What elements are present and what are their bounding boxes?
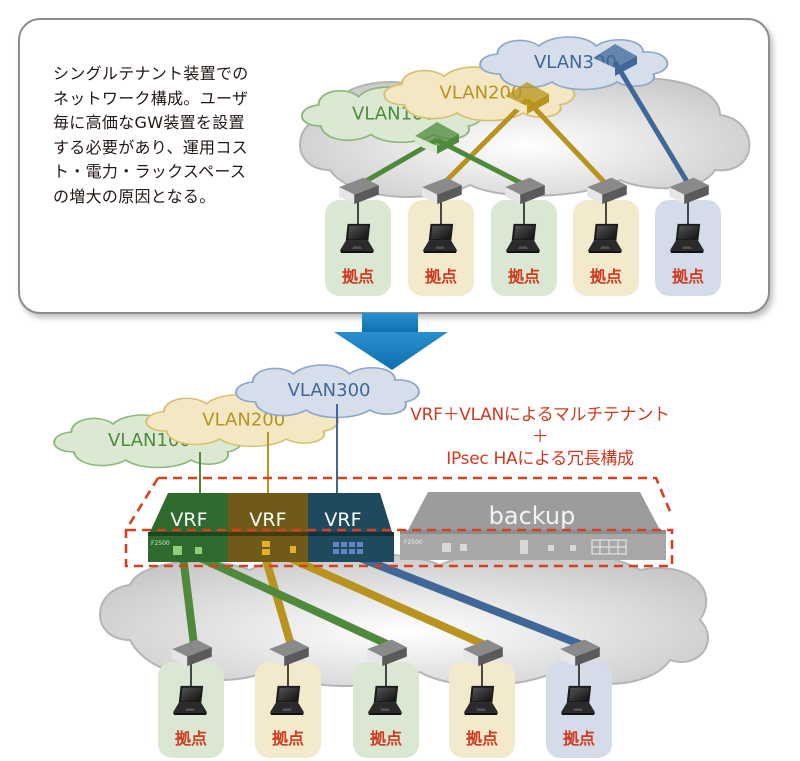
vrf-label: VRF [324, 509, 361, 531]
site-label: 拠点 [508, 267, 540, 286]
site: 拠点 [255, 639, 321, 758]
after-caption: VRF＋VLANによるマルチテナント ＋ IPsec HAによる冗長構成 [392, 404, 688, 470]
backup-label: backup [489, 502, 576, 530]
backup-device: backup F2500 [400, 492, 666, 560]
ethernet-ports [173, 541, 363, 555]
vlan-label: VLAN200 [440, 83, 523, 104]
site-label: 拠点 [370, 729, 402, 748]
site: 拠点 [449, 639, 515, 758]
ha-group-border [122, 476, 674, 568]
vlan-link [179, 555, 198, 646]
description-line: する必要があり、運用コス [53, 137, 248, 157]
vrf-label: VRF [249, 509, 286, 531]
site-label: 拠点 [272, 729, 304, 748]
site: 拠点 [408, 177, 474, 296]
caption-line: IPsec HAによる冗長構成 [446, 449, 634, 469]
vlan-link [194, 552, 391, 649]
backup-model-label: F2500 [404, 539, 423, 546]
vlan-link [353, 552, 584, 649]
vlan-link [283, 552, 487, 649]
primary-model-label: F2500 [151, 540, 170, 547]
vlan-gateway-switch [415, 122, 459, 154]
site-label: 拠点 [590, 267, 622, 286]
site: 拠点 [546, 639, 612, 758]
vlan-link [435, 137, 527, 188]
primary-device: VRF VRF VRF F2500 [148, 493, 394, 562]
site: 拠点 [158, 639, 224, 758]
site: 拠点 [353, 639, 419, 758]
site-label: 拠点 [466, 729, 498, 748]
site-label: 拠点 [563, 729, 595, 748]
vlan-gateway-switch [593, 44, 637, 76]
vlan-cloud: VLAN200 [383, 66, 576, 122]
site-label: 拠点 [425, 267, 457, 286]
vlan-cloud: VLAN200 [145, 393, 339, 448]
vlan-link [261, 554, 295, 647]
site: 拠点 [655, 177, 721, 296]
vrf-label: VRF [170, 509, 207, 531]
site: 拠点 [491, 177, 557, 296]
description-line: 毎に高価なGW装置を設置 [53, 113, 245, 132]
vlan-label: VLAN200 [202, 409, 285, 430]
description-line: の増大の原因となる。 [53, 186, 216, 206]
site-label: 拠点 [672, 267, 704, 286]
caption-line: ＋ [531, 427, 549, 447]
description-line: ネットワーク構成。ユーザ [53, 88, 249, 108]
site: 拠点 [573, 177, 639, 296]
vlan-link [440, 98, 529, 187]
before-description: シングルテナント装置での ネットワーク構成。ユーザ 毎に高価なGW装置を設置 す… [53, 62, 293, 209]
site: 拠点 [325, 177, 391, 296]
vlan-gateway-switch [505, 82, 549, 114]
caption-line: VRF＋VLANによるマルチテナント [410, 405, 670, 425]
vlan-link [525, 98, 609, 187]
vlan-link [612, 60, 692, 187]
site-label: 拠点 [175, 729, 207, 748]
description-line: ト・電力・ラックスペース [53, 162, 247, 181]
vlan-cloud: VLAN300 [479, 36, 669, 91]
site-label: 拠点 [342, 267, 374, 286]
description-line: シングルテナント装置での [53, 64, 249, 83]
arrow-down-icon [334, 313, 448, 370]
vlan-cloud: VLAN300 [235, 364, 420, 419]
vlan-label: VLAN300 [288, 380, 371, 401]
